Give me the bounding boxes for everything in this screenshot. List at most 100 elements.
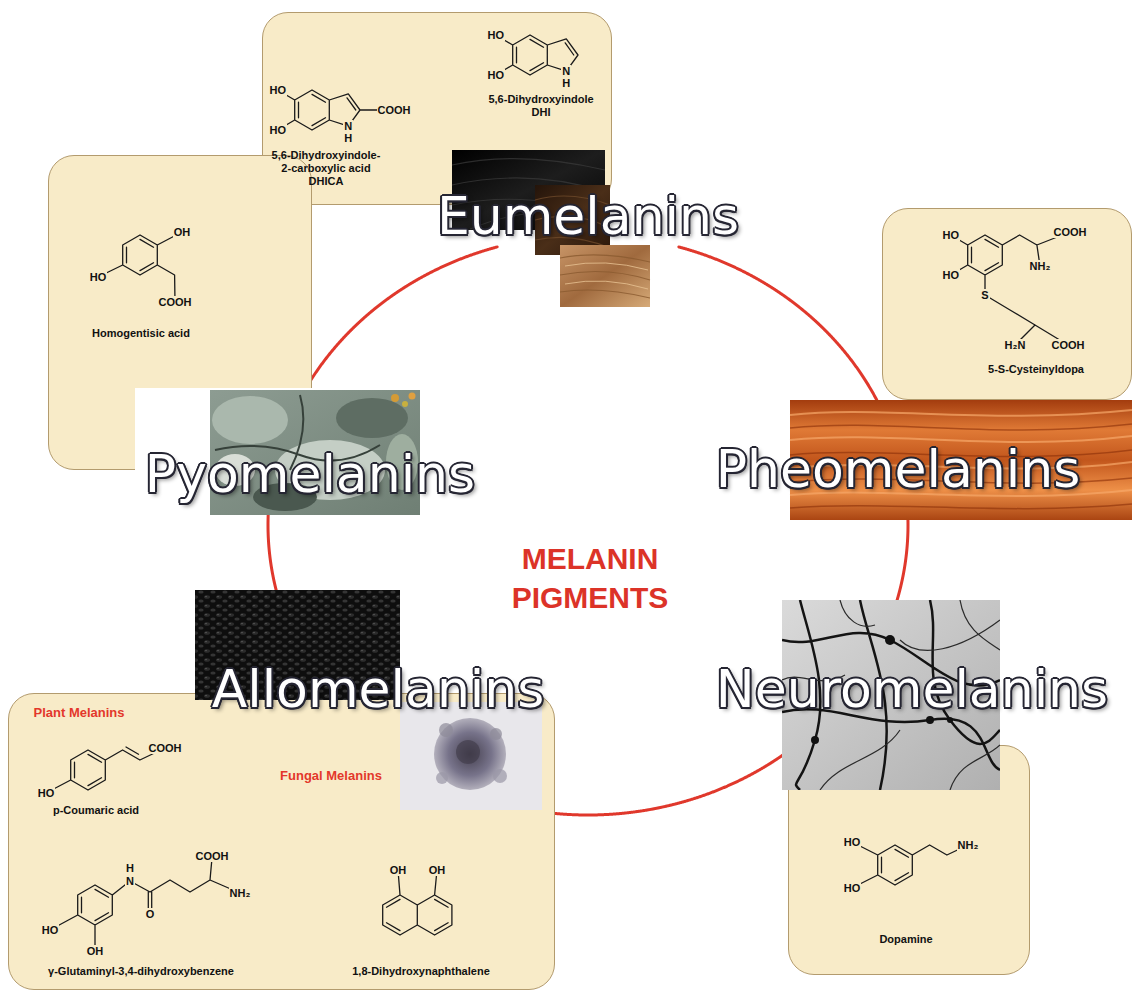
fungus-photo (400, 702, 542, 810)
category-label: Allomelanins (206, 660, 551, 720)
category-label: Neuromelanins (710, 660, 1114, 720)
diagram-title: MELANIN PIGMENTS (512, 539, 669, 617)
neuron-photo (782, 600, 1000, 790)
fungus-photo (439, 723, 453, 737)
category-name: Neuromelanins (710, 660, 1114, 720)
seed-photo (195, 590, 400, 700)
atom-label: HO (89, 271, 108, 283)
compound-name: p-Coumaric acid (31, 804, 161, 817)
category-name: Allomelanins (206, 660, 551, 720)
text-slot: HO (268, 84, 287, 96)
atom-label: COOH (195, 850, 230, 862)
category-label: Pheomelanins (710, 440, 1087, 500)
ring-arc (871, 500, 908, 660)
atom-label: H₂N (1004, 339, 1027, 351)
text-slot: HO (268, 124, 287, 136)
text-slot: COOH (148, 742, 183, 754)
text-slot: COOH (1051, 339, 1086, 351)
compound-name: 5-S-Cysteinyldopa (971, 363, 1101, 376)
hair-photo (560, 255, 650, 298)
red-hair-photo (790, 400, 1132, 520)
text-slot: HO (941, 229, 960, 241)
compound-name: 5,6-Dihydroxyindole- 2-carboxylic acid D… (267, 149, 385, 188)
fungus-photo (400, 702, 542, 810)
red-hair-photo (790, 424, 1132, 509)
compound-box: Homogentisic acid (48, 155, 312, 470)
text-slot: 5-S-Cysteinyldopa (971, 363, 1101, 376)
structure-formula (383, 870, 452, 935)
category-name: Pheomelanins (710, 440, 1087, 500)
text-slot: HO (941, 269, 960, 281)
compound-name: 1,8-Dihydroxynaphthalene (331, 965, 511, 978)
category-name: Eumelanins (431, 187, 745, 247)
ring-arc (280, 247, 497, 445)
text-slot: Fungal Melanins (266, 768, 396, 783)
lichen-photo (402, 401, 408, 407)
neuron-photo (782, 600, 1000, 790)
atom-label: HO (268, 124, 287, 136)
atom-label: COOH (1051, 339, 1086, 351)
structure-formula (951, 232, 1070, 345)
text-slot: HO (89, 271, 108, 283)
lichen-photo (391, 394, 399, 402)
atom-label: HO (486, 69, 505, 81)
lichen-photo (212, 396, 288, 444)
compound-box: 5,6-Dihydroxyindole- 2-carboxylic acid D… (262, 12, 612, 205)
fungus-photo (434, 718, 507, 790)
atom-label: S (980, 289, 989, 301)
atom-label: HO (41, 924, 60, 936)
text-slot: COOH (377, 104, 412, 116)
lichen-photo (135, 388, 475, 515)
neuron-photo (811, 736, 819, 744)
atom-label: O (145, 908, 156, 920)
compound-name: Dopamine (846, 933, 966, 946)
atom-label: NH₂ (957, 839, 980, 851)
atom-label: OH (389, 864, 408, 876)
text-slot: H (125, 862, 135, 874)
group-heading: Plant Melanins (19, 705, 139, 720)
text-slot: H (343, 132, 353, 144)
category-name: Pyomelanins (139, 445, 481, 505)
text-slot: S (980, 289, 989, 301)
text-slot: HO (843, 836, 862, 848)
neuron-photo (782, 600, 1000, 790)
fungus-photo (490, 728, 502, 740)
text-slot: MELANIN PIGMENTS (512, 539, 669, 617)
text-slot: N (125, 875, 135, 887)
text-slot: COOH (1053, 226, 1088, 238)
compound-name: γ-Glutaminyl-3,4-dihydroxybenzene (21, 965, 261, 978)
lichen-photo (275, 440, 385, 500)
lichen-photo (336, 398, 408, 438)
compound-box: 5-S-Cysteinyldopa (882, 208, 1132, 400)
atom-label: OH (86, 945, 105, 957)
text-slot: 1,8-Dihydroxynaphthalene (331, 965, 511, 978)
text-slot: HO (843, 882, 862, 894)
atom-label: HO (37, 787, 56, 799)
text-slot: OH (86, 945, 105, 957)
text-slot: Dopamine (846, 933, 966, 946)
lichen-photo (210, 390, 420, 515)
text-slot: 5,6-Dihydroxyindole DHI (482, 93, 600, 119)
lichen-photo (135, 388, 475, 473)
text-slot: NH₂ (957, 839, 980, 851)
atom-label: N (561, 65, 571, 77)
text-slot: 5,6-Dihydroxyindole- 2-carboxylic acid D… (267, 149, 385, 188)
atom-label: NH₂ (1029, 260, 1052, 272)
atom-label: OH (428, 864, 447, 876)
text-slot: γ-Glutaminyl-3,4-dihydroxybenzene (21, 965, 261, 978)
text-slot: COOH (158, 296, 193, 308)
hair-photo (560, 245, 650, 307)
structure-formula (98, 232, 182, 302)
text-slot: HO (41, 924, 60, 936)
text-slot: HO (37, 787, 56, 799)
fungus-photo (493, 769, 507, 783)
atom-label: H (561, 77, 571, 89)
neuron-photo (926, 716, 934, 724)
atom-label: H (125, 862, 135, 874)
compound-name: 5,6-Dihydroxyindole DHI (482, 93, 600, 119)
text-slot: HO (486, 29, 505, 41)
text-slot: H₂N (1004, 339, 1027, 351)
atom-label: HO (941, 229, 960, 241)
hair-photo (565, 263, 648, 289)
